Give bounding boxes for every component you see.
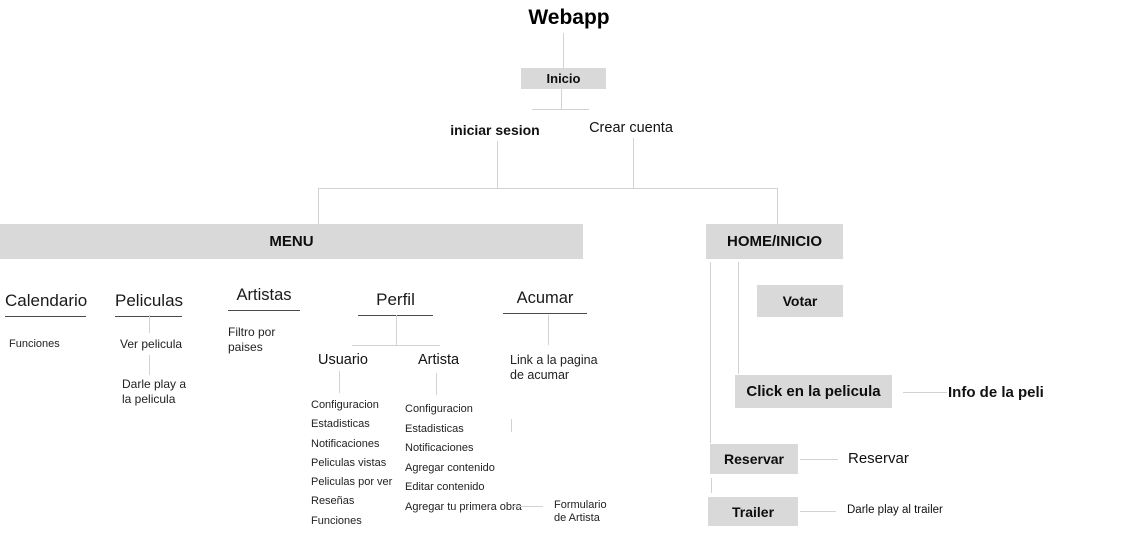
connector-title-inicio xyxy=(563,33,564,68)
node-inicio[interactable]: Inicio xyxy=(521,68,606,89)
home-inicio-label: HOME/INICIO xyxy=(726,233,822,250)
connector-reservar-trailer xyxy=(711,478,712,493)
usuario-item: Reseñas xyxy=(311,495,355,508)
artista-item: Agregar tu primera obra xyxy=(405,500,522,513)
diagram-title: Webapp xyxy=(528,6,610,29)
connector-primera-obra-formulario xyxy=(513,506,543,507)
node-trailer[interactable]: Trailer xyxy=(708,497,798,526)
node-home-inicio[interactable]: HOME/INICIO xyxy=(706,224,843,259)
connector-artista-down xyxy=(436,373,437,395)
node-crear-cuenta[interactable]: Crear cuenta xyxy=(589,120,673,136)
connector-login-down xyxy=(497,141,498,188)
connector-click-info xyxy=(903,392,947,393)
artista-list: Configuracion Estadisticas Notificacione… xyxy=(405,404,522,513)
connector-trailer-note xyxy=(800,511,836,512)
node-menu-bar[interactable]: MENU xyxy=(0,224,583,259)
connector-peliculas-down xyxy=(149,315,150,333)
usuario-item: Peliculas vistas xyxy=(311,456,387,469)
reservar-note: Reservar xyxy=(848,450,909,467)
node-artistas[interactable]: Artistas xyxy=(228,286,300,311)
node-iniciar-sesion[interactable]: iniciar sesion xyxy=(450,122,540,138)
connector-home-right xyxy=(738,262,739,374)
reservar-label: Reservar xyxy=(724,451,784,467)
trailer-label: Trailer xyxy=(731,503,775,520)
usuario-item: Funciones xyxy=(311,514,362,527)
artista-item: Notificaciones xyxy=(405,442,474,454)
artista-item: Editar contenido xyxy=(405,481,485,493)
usuario-item: Configuracion xyxy=(311,399,379,411)
node-peliculas[interactable]: Peliculas xyxy=(115,291,183,317)
usuario-item: Estadisticas xyxy=(311,418,370,431)
connector-perfil-down xyxy=(396,315,397,345)
connector-usuario-down xyxy=(339,371,340,393)
artista-item: Configuracion xyxy=(405,403,473,415)
calendario-item-funciones: Funciones xyxy=(9,338,60,350)
votar-label: Votar xyxy=(782,293,818,309)
click-pelicula-label: Click en la pelicula xyxy=(746,383,881,400)
node-perfil[interactable]: Perfil xyxy=(358,290,433,316)
menu-bar-label: MENU xyxy=(269,233,314,250)
info-peli-label: Info de la peli xyxy=(948,384,1044,401)
connector-to-menu xyxy=(318,188,319,224)
artista-item: Estadisticas xyxy=(405,422,464,435)
node-artista[interactable]: Artista xyxy=(418,352,460,368)
connector-home-left xyxy=(710,262,711,443)
acumar-item-link: Link a la pagina de acumar xyxy=(510,353,598,382)
node-reservar[interactable]: Reservar xyxy=(710,444,798,474)
node-usuario[interactable]: Usuario xyxy=(318,352,368,368)
connector-inicio-down xyxy=(561,89,562,109)
trailer-note: Darle play al trailer xyxy=(847,504,943,516)
peliculas-item-darle-play: Darle play a la pelicula xyxy=(122,377,187,406)
connector-ver-pelicula-down xyxy=(149,355,150,375)
usuario-item: Notificaciones xyxy=(311,437,380,450)
node-votar[interactable]: Votar xyxy=(757,285,843,317)
connector-signup-down xyxy=(633,138,634,188)
node-calendario[interactable]: Calendario xyxy=(5,291,87,317)
connector-main-hbar xyxy=(318,188,777,189)
artistas-item-filtro-paises: Filtro por paises xyxy=(228,325,276,354)
connector-tick xyxy=(511,419,512,432)
node-click-pelicula[interactable]: Click en la pelicula xyxy=(735,375,892,408)
connector-to-home xyxy=(777,188,778,224)
node-acumar[interactable]: Acumar xyxy=(503,289,587,314)
peliculas-item-ver-pelicula: Ver pelicula xyxy=(120,337,183,351)
artista-note-formulario: Formulario de Artista xyxy=(554,499,607,524)
artista-item: Agregar contenido xyxy=(405,461,495,474)
usuario-list: Configuracion Estadisticas Notificacione… xyxy=(311,400,392,527)
node-inicio-label: Inicio xyxy=(546,71,581,86)
connector-reservar-note xyxy=(800,459,838,460)
usuario-item: Peliculas por ver xyxy=(311,476,393,489)
connector-inicio-tbar xyxy=(532,109,589,110)
connector-perfil-hbar xyxy=(352,345,440,346)
connector-acumar-down xyxy=(548,315,549,345)
